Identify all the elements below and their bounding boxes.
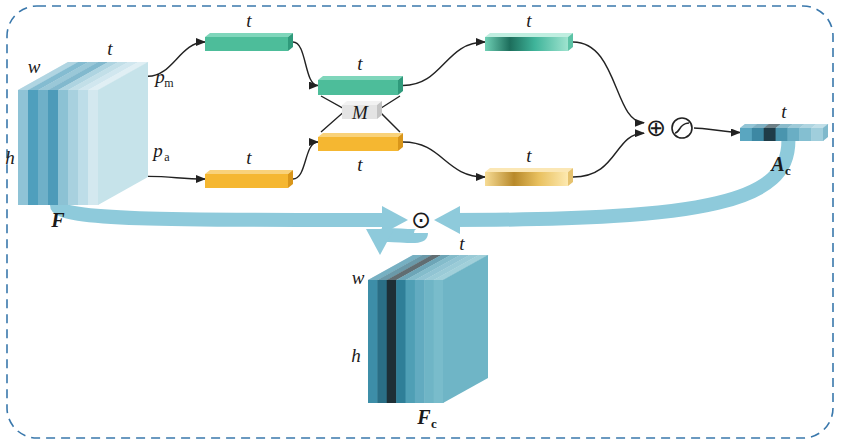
pool-label: a bbox=[164, 151, 169, 163]
node-text: ⊙ bbox=[411, 208, 431, 232]
node-text: t bbox=[526, 11, 531, 30]
node-text: t bbox=[781, 102, 786, 121]
flow-arrow bbox=[403, 142, 485, 177]
vector-bar bbox=[205, 33, 293, 51]
shape bbox=[318, 133, 403, 151]
node-text: F bbox=[51, 210, 64, 230]
node-text: ⊕ bbox=[646, 116, 666, 140]
dashed-frame bbox=[7, 6, 833, 438]
flow-arrow bbox=[148, 176, 205, 179]
attention-bar bbox=[740, 124, 829, 141]
feature-cube bbox=[368, 255, 489, 403]
shape bbox=[740, 124, 828, 141]
flow-arrow bbox=[573, 133, 644, 177]
feature-flow-arrow bbox=[380, 233, 421, 238]
vector-bar bbox=[485, 168, 573, 186]
pool-label: p bbox=[155, 67, 165, 86]
refined-feature-cube: twhFc bbox=[368, 255, 488, 403]
shape bbox=[205, 33, 293, 51]
node-text: t bbox=[246, 11, 251, 30]
sum-sigmoid: ⊕ bbox=[644, 115, 694, 141]
flow-arrow bbox=[293, 142, 318, 179]
hourglass-link bbox=[321, 96, 400, 132]
node-text: c bbox=[785, 164, 791, 177]
vector-bar bbox=[318, 76, 403, 95]
node-text: t bbox=[246, 148, 251, 167]
node-text: t bbox=[107, 39, 112, 58]
shape bbox=[318, 76, 403, 95]
node-text: w bbox=[352, 268, 365, 287]
feature-flow-arrow bbox=[57, 205, 391, 220]
node-text: t bbox=[357, 155, 362, 174]
feature-cube bbox=[18, 62, 149, 205]
node-text: c bbox=[431, 417, 437, 430]
node-text: h bbox=[5, 148, 15, 167]
shape bbox=[205, 170, 293, 188]
sigmoid-symbol bbox=[672, 118, 692, 138]
vector-bar bbox=[318, 133, 403, 151]
channel-attention-vector: tAc bbox=[740, 124, 828, 141]
shared-input-green: t bbox=[318, 76, 403, 95]
elementwise-product: ⊙ bbox=[408, 207, 434, 233]
mlp-output-green: t bbox=[485, 33, 573, 51]
node-text: t bbox=[459, 234, 464, 253]
node-text: h bbox=[351, 346, 361, 365]
avg-pool-vector: t bbox=[205, 170, 293, 188]
shape bbox=[485, 168, 573, 186]
node-text: t bbox=[357, 54, 362, 73]
node-text: t bbox=[526, 146, 531, 165]
shape bbox=[18, 62, 148, 205]
flow-arrow bbox=[403, 42, 485, 86]
node-text: F bbox=[417, 407, 430, 427]
node-text: A bbox=[771, 154, 784, 174]
vector-bar bbox=[205, 170, 293, 188]
max-pool-vector: t bbox=[205, 33, 293, 51]
mlp-output-yellow: t bbox=[485, 168, 573, 186]
flow-arrow bbox=[293, 42, 318, 86]
flow-arrow bbox=[573, 42, 644, 123]
shared-mlp-box: M bbox=[342, 101, 382, 119]
feature-flow-arrow bbox=[451, 141, 788, 220]
input-feature-cube: twhF bbox=[18, 62, 148, 205]
node-text: w bbox=[28, 57, 41, 76]
shape bbox=[485, 33, 573, 51]
pool-label: p bbox=[153, 141, 163, 160]
shared-input-yellow: t bbox=[318, 133, 403, 151]
node-text: M bbox=[352, 103, 368, 122]
shape bbox=[368, 255, 488, 403]
flow-arrow bbox=[694, 128, 740, 133]
vector-bar bbox=[485, 33, 573, 51]
pool-label: m bbox=[164, 77, 173, 89]
